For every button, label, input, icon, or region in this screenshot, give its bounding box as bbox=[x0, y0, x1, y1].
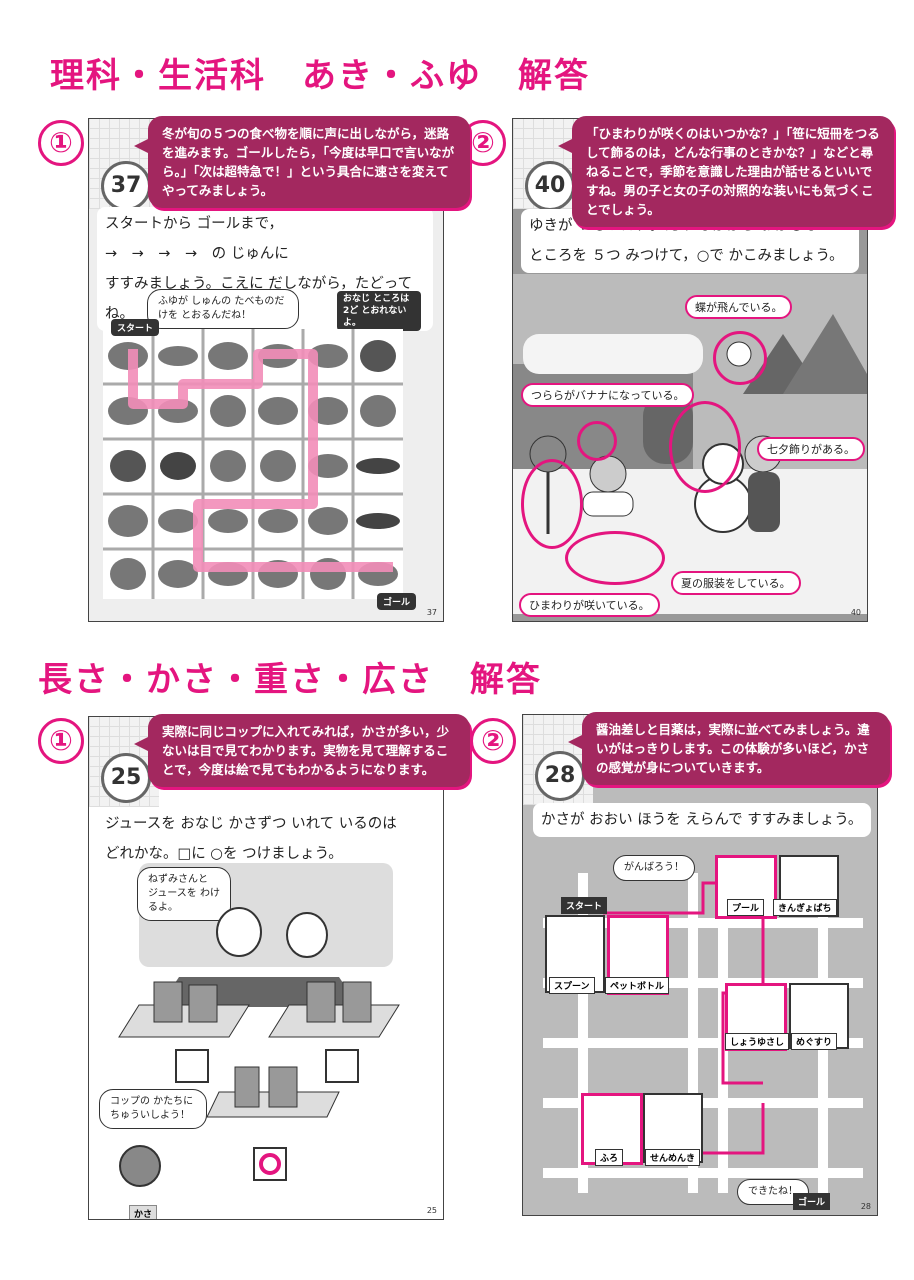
page-number-badge: 25 bbox=[101, 753, 151, 803]
page-footer-number: 28 bbox=[860, 1202, 871, 1211]
page-25: 25 ジュースを おなじ かさずつ いれて いるのは どれかな。□に ○を つけ… bbox=[88, 716, 444, 1220]
page-number-badge: 28 bbox=[535, 751, 585, 801]
circle-sunflower bbox=[521, 459, 583, 549]
answer-number-1: ① bbox=[38, 718, 84, 764]
start-label: スタート bbox=[111, 319, 160, 336]
speech-bubble: ふゆが しゅんの たべものだけを とおるんだね！ bbox=[147, 289, 299, 329]
instruction: ジュースを おなじ かさずつ いれて いるのは どれかな。□に ○を つけましょ… bbox=[97, 807, 433, 871]
label-soy-sauce: しょうゆさし bbox=[725, 1033, 790, 1050]
page-footer-number: 37 bbox=[426, 608, 437, 617]
answer-path bbox=[128, 349, 393, 572]
label-start: スタート bbox=[561, 897, 608, 914]
label-butterfly: 蝶が飛んでいる。 bbox=[685, 295, 793, 319]
page-footer-number: 25 bbox=[426, 1206, 437, 1215]
circle-butterfly bbox=[713, 331, 767, 385]
label-sunflower: ひまわりが咲いている。 bbox=[519, 593, 660, 617]
goal-label: ゴール bbox=[377, 593, 417, 610]
instruction: かさが おおい ほうを えらんで すすみましょう。 bbox=[533, 803, 871, 837]
maze-paths bbox=[543, 873, 863, 1193]
label-goal: ゴール bbox=[793, 1193, 831, 1210]
label-icicle: つららがバナナになっている。 bbox=[521, 383, 695, 407]
note-badge: おなじ ところは 2ど とおれないよ。 bbox=[337, 291, 421, 331]
label-pool: プール bbox=[727, 899, 765, 916]
maze bbox=[103, 329, 403, 599]
label-pet-bottle: ペットボトル bbox=[605, 977, 670, 994]
page-number-badge: 37 bbox=[101, 161, 151, 211]
speech-bubble: コップの かたちに ちゅういしよう！ bbox=[99, 1089, 207, 1129]
cups-illustration bbox=[118, 907, 400, 1118]
section-title-seasons: 理科・生活科 あき・ふゆ 解答 bbox=[50, 56, 590, 96]
circle-icicle bbox=[577, 421, 617, 461]
label-eye-drops: めぐすり bbox=[791, 1033, 838, 1050]
label-summer-clothes: 夏の服装をしている。 bbox=[671, 571, 801, 595]
label-basin: せんめんき bbox=[645, 1149, 701, 1166]
circle-summer-clothes bbox=[565, 531, 665, 585]
answer-number-2: ② bbox=[470, 718, 516, 764]
category-tag: かさ bbox=[129, 1205, 158, 1219]
circle-tanabata bbox=[669, 401, 741, 493]
teacher-note: 「ひまわりが咲くのはいつかな？」「笹に短冊をつるして飾るのは，どんな行事のときか… bbox=[558, 116, 894, 227]
answer-box-3[interactable] bbox=[253, 1147, 287, 1181]
teacher-note: 醤油差しと目薬は，実際に並べてみましょう。違いがはっきりします。この体験が多いほ… bbox=[568, 712, 890, 785]
section-title-measurement: 長さ・かさ・重さ・広さ 解答 bbox=[38, 660, 542, 700]
label-goldfish-bowl: きんぎょばち bbox=[773, 899, 837, 916]
label-spoon: スプーン bbox=[549, 977, 595, 994]
mouse-character bbox=[119, 1145, 161, 1187]
speech-bubble: がんばろう！ bbox=[613, 855, 695, 881]
page-footer-number: 40 bbox=[850, 608, 861, 617]
page-28: 28 かさが おおい ほうを えらんで すすみましょう。 がんばろう！ できたね… bbox=[522, 714, 878, 1216]
teacher-note: 実際に同じコップに入れてみれば，かさが多い，少ないは目で見てわかります。実物を見… bbox=[134, 714, 470, 787]
answer-number-1: ① bbox=[38, 120, 84, 166]
answer-circle-mark bbox=[259, 1153, 281, 1175]
answer-box-2[interactable] bbox=[325, 1049, 359, 1083]
teacher-note: 冬が旬の５つの食べ物を順に声に出しながら，迷路を進みます。ゴールしたら，「今度は… bbox=[134, 116, 470, 208]
speech-bubble: ねずみさんと ジュースを わけるよ。 bbox=[137, 867, 231, 921]
answer-box-1[interactable] bbox=[175, 1049, 209, 1083]
page-number-badge: 40 bbox=[525, 161, 575, 211]
label-tanabata: 七夕飾りがある。 bbox=[757, 437, 865, 461]
label-bath: ふろ bbox=[595, 1149, 624, 1166]
